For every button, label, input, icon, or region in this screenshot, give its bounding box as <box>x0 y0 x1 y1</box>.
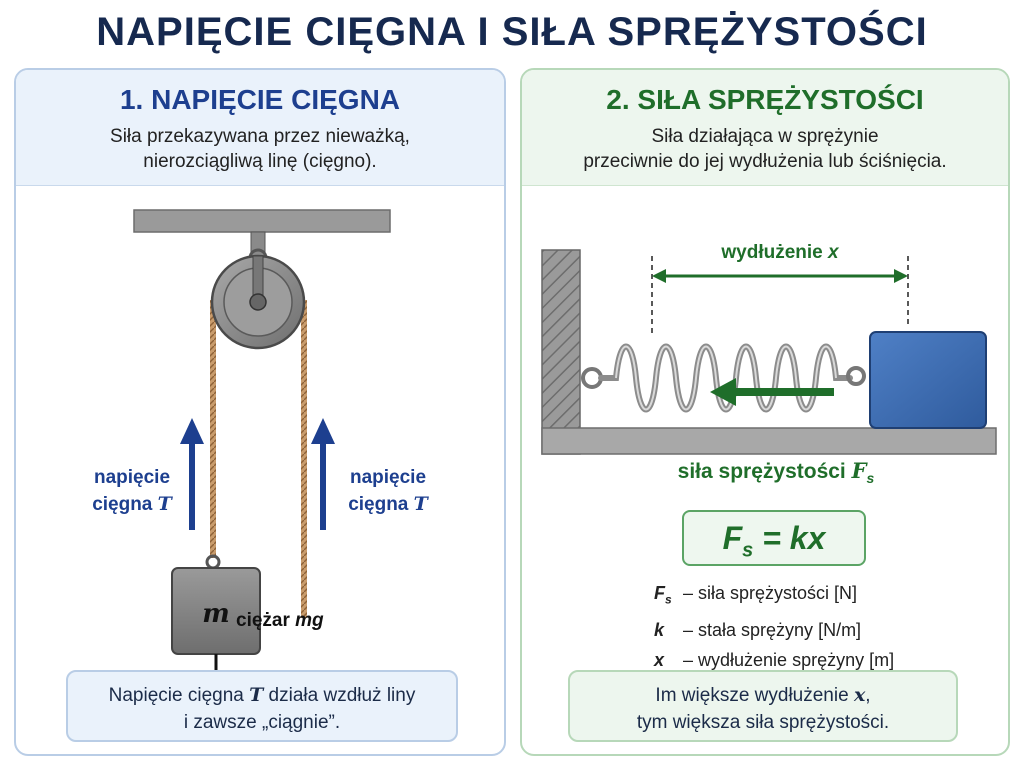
force-subscript: s <box>867 470 875 486</box>
tension-arrow-right-head <box>311 418 335 444</box>
spring-note-part1: Im większe wydłużenie <box>655 685 854 706</box>
extension-symbol: x <box>827 242 840 263</box>
rope-left <box>210 300 216 558</box>
tension-label-right-line1: napięcie <box>350 467 426 488</box>
legend-item: x – wydłużenie sprężyny [m] <box>654 645 894 675</box>
tension-symbol-left-char: T <box>158 493 174 515</box>
wall <box>541 249 581 455</box>
spring-panel-header: 2. SIŁA SPRĘŻYSTOŚCI Siła działająca w s… <box>522 70 1008 186</box>
legend-key: k <box>654 615 678 645</box>
extension-label-word: wydłużenie <box>720 242 822 263</box>
tension-note-line1: Napięcie cięgna T działa wzdłuż liny <box>68 682 456 709</box>
spring-panel: 2. SIŁA SPRĘŻYSTOŚCI Siła działająca w s… <box>520 68 1010 756</box>
tension-subtitle-line2: nierozciągliwą linę (cięgno). <box>143 151 377 172</box>
weight-label-word: ciężar <box>236 610 290 631</box>
legend-key-char: F <box>654 583 665 603</box>
force-arrow-head <box>710 378 736 406</box>
rope-right <box>301 300 307 618</box>
tension-panel: 1. NAPIĘCIE CIĘGNA Siła przekazywana prz… <box>14 68 506 756</box>
tension-label-right-line2: cięgna T <box>348 493 429 515</box>
legend-item: k – stała sprężyny [N/m] <box>654 615 894 645</box>
tension-note-symbol: T <box>249 684 264 706</box>
formula-lhs: F <box>722 520 743 556</box>
spring-right-eye <box>846 366 866 386</box>
tension-note-line2: i zawsze „ciągnie”. <box>183 712 341 733</box>
tension-label-right-word: cięgna <box>348 494 409 515</box>
legend-key-char: k <box>654 619 665 640</box>
tension-label-left-word: cięgna <box>92 494 153 515</box>
formula-rhs: = kx <box>753 520 826 556</box>
tension-label-left-line1: napięcie <box>94 467 170 488</box>
tension-arrow-left-head <box>180 418 204 444</box>
legend-key: Fs <box>654 578 678 615</box>
tension-label-left-line2: cięgna T <box>92 493 173 515</box>
legend-key-char: x <box>654 649 665 670</box>
formula-subscript: s <box>742 539 754 562</box>
tension-note-part1: Napięcie cięgna <box>108 685 250 706</box>
force-label: siła sprężystości Fs <box>678 458 875 486</box>
pulley-axle <box>249 293 267 311</box>
legend-item: Fs – siła sprężystości [N] <box>654 578 894 615</box>
legend-text: – siła sprężystości [N] <box>678 583 858 603</box>
force-symbol: F <box>851 458 869 483</box>
spring-block <box>869 331 987 429</box>
tension-note-part2: działa wzdłuż liny <box>263 685 416 706</box>
legend-key: x <box>654 645 678 675</box>
legend-text: – wydłużenie sprężyny [m] <box>678 649 895 670</box>
tension-subtitle: Siła przekazywana przez nieważką, nieroz… <box>16 124 504 174</box>
extension-label: wydłużenie x <box>720 242 840 263</box>
tension-panel-header: 1. NAPIĘCIE CIĘGNA Siła przekazywana prz… <box>16 70 504 186</box>
force-label-word: siła sprężystości <box>678 460 846 483</box>
page-title: NAPIĘCIE CIĘGNA I SIŁA SPRĘŻYSTOŚCI <box>96 10 928 54</box>
spring-subtitle-line1: Siła działająca w sprężynie <box>651 126 879 147</box>
spring-subtitle-line2: przeciwnie do jej wydłużenia lub ściśnię… <box>583 151 947 172</box>
spring-heading: 2. SIŁA SPRĘŻYSTOŚCI <box>606 84 924 115</box>
mass-label: m <box>202 599 230 629</box>
legend-text: – stała sprężyny [N/m] <box>678 619 862 640</box>
ceiling-beam <box>133 209 391 233</box>
tension-heading: 1. NAPIĘCIE CIĘGNA <box>119 84 401 115</box>
tension-subtitle-line1: Siła przekazywana przez nieważką, <box>110 126 410 147</box>
spring-note: Im większe wydłużenie x, tym większa sił… <box>568 670 958 742</box>
spring-subtitle: Siła działająca w sprężynie przeciwnie d… <box>522 124 1008 174</box>
weight-label: ciężar mg <box>236 610 324 632</box>
spring-note-line2: tym większa siła sprężystości. <box>636 712 890 733</box>
legend-key-sub: s <box>665 592 672 607</box>
spring-diagram: wydłużenie x siła sprężystości Fs <box>541 242 997 486</box>
formula-box: Fs = kx <box>682 510 866 566</box>
weight-label-symbol: mg <box>295 610 324 631</box>
floor <box>541 427 997 455</box>
tension-note: Napięcie cięgna T działa wzdłuż liny i z… <box>66 670 458 742</box>
extension-arrow-right-head <box>894 269 908 283</box>
spring-note-line1: Im większe wydłużenie x, <box>570 682 956 709</box>
spring-note-part2: , <box>865 685 871 706</box>
spring-note-symbol: x <box>853 684 866 706</box>
tension-symbol-right-char: T <box>414 493 430 515</box>
extension-arrow-left-head <box>652 269 666 283</box>
formula-legend: Fs – siła sprężystości [N] k – stała spr… <box>654 578 894 675</box>
pulley-diagram: m napięcie cięgna T napięcie cięgna T <box>92 209 430 670</box>
